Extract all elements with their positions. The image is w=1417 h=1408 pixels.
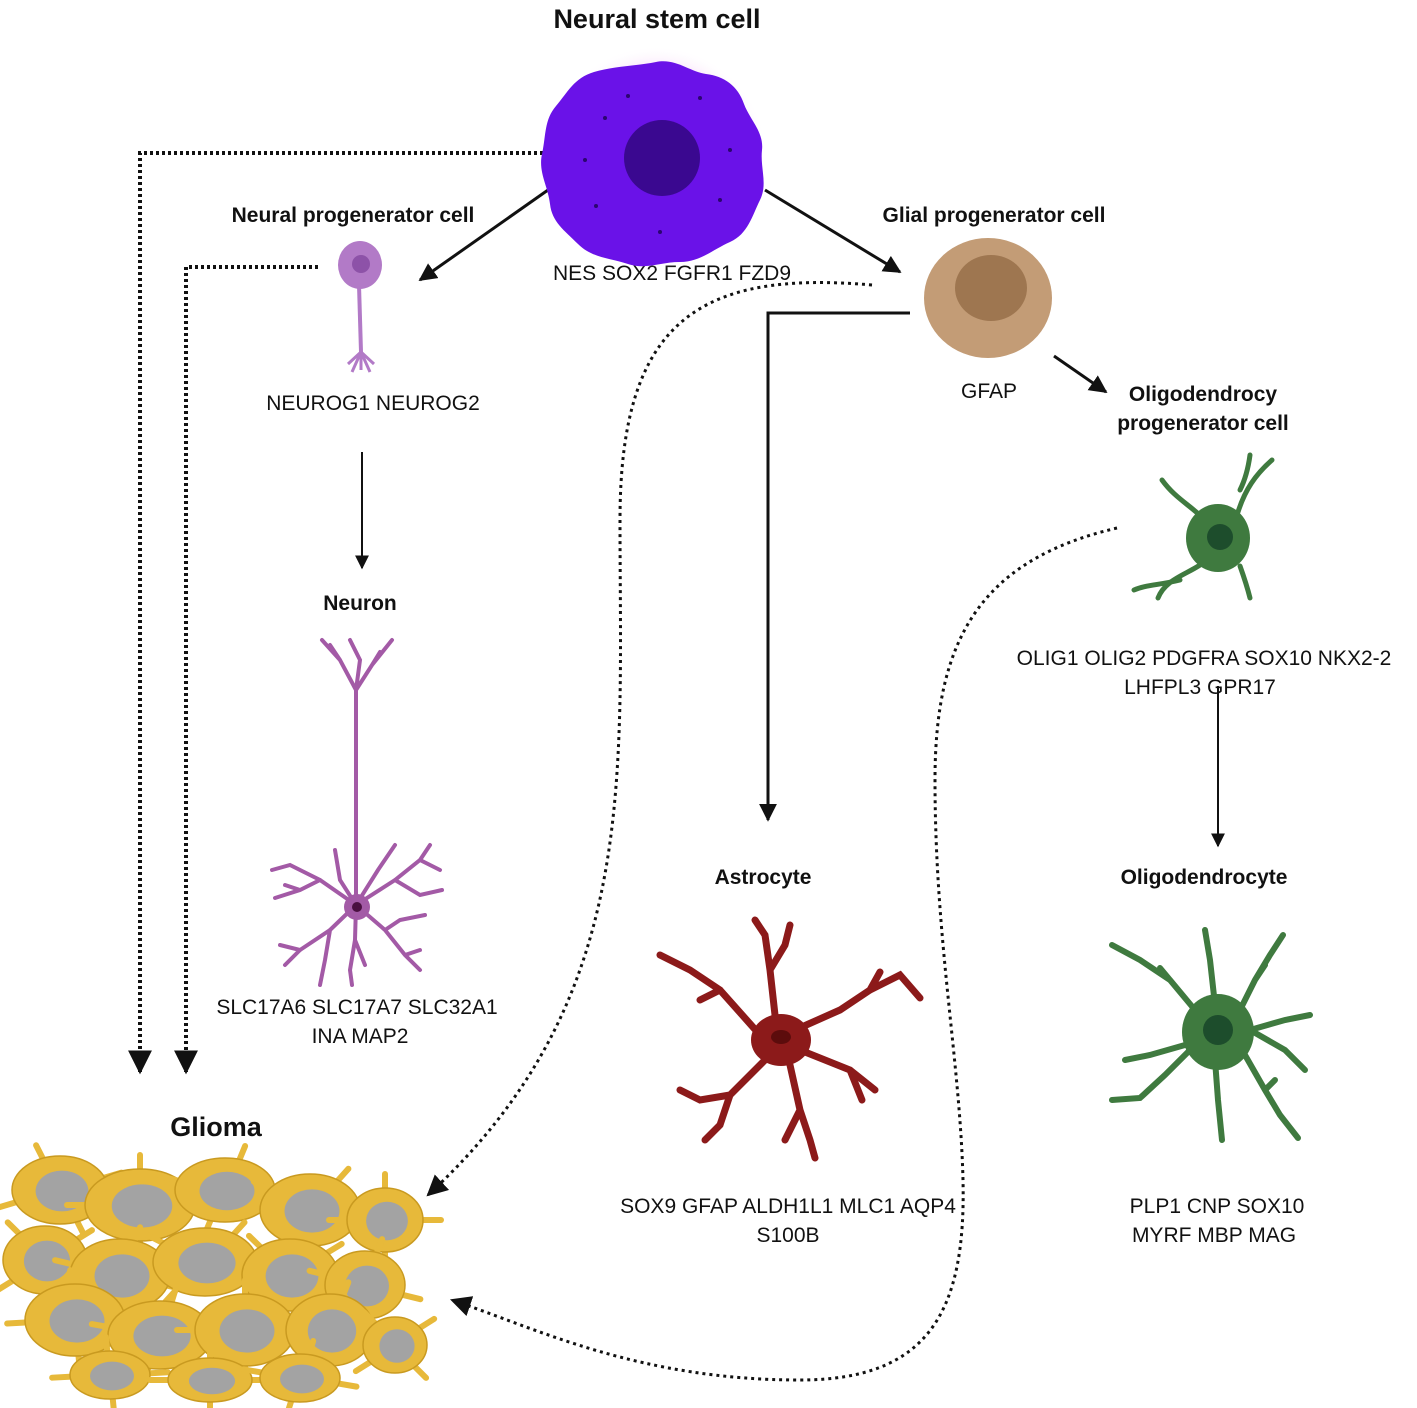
glial-progenitor-illustration: [924, 238, 1052, 358]
neural-progenitor-illustration: [338, 241, 382, 373]
astrocyte-markers-line-1: SOX9 GFAP ALDH1L1 MLC1 AQP4: [620, 1195, 956, 1218]
opc-markers-line-1: OLIG1 OLIG2 PDGFRA SOX10 NKX2-2: [1017, 647, 1392, 670]
neural-progenitor-markers: NEUROG1 NEUROG2: [266, 392, 480, 415]
glioma-title: Glioma: [170, 1112, 263, 1142]
opc-markers-line-2: LHFPL3 GPR17: [1124, 676, 1276, 699]
oligodendrocyte-illustration: [1109, 927, 1313, 1143]
glioma-cell-nucleus: [94, 1254, 150, 1298]
oligodendrocyte-markers-line-2: MYRF MBP MAG: [1132, 1224, 1296, 1247]
glioma-cell-nucleus: [379, 1329, 415, 1363]
arrow-stem-to-neural-progenitor: [418, 188, 549, 282]
arrow-glial-to-opc: [1053, 354, 1108, 394]
oligodendrocyte-markers-line-1: PLP1 CNP SOX10: [1130, 1195, 1305, 1218]
glioma-cell-nucleus: [188, 1367, 236, 1395]
glioma-cell-nucleus: [345, 1265, 389, 1307]
glioma-cell-nucleus: [265, 1254, 319, 1298]
dotted-opc-to-glioma: [450, 526, 1118, 1382]
glioma-cell-nucleus: [133, 1315, 191, 1357]
glioma-cell-nucleus: [35, 1170, 89, 1212]
glial-progenitor-title: Glial progenerator cell: [883, 204, 1106, 227]
arrow-glial-to-astrocyte: [759, 311, 910, 822]
neuron-title: Neuron: [323, 592, 397, 615]
opc-illustration: [1131, 452, 1275, 601]
dotted-glial-to-glioma: [426, 281, 873, 1197]
neuron-illustration: [270, 638, 444, 987]
glioma-cell-nucleus: [23, 1240, 71, 1282]
neural-stem-cell-illustration: [541, 46, 768, 270]
glioma-cell-nucleus: [178, 1242, 236, 1284]
glioma-cell-nucleus: [49, 1299, 105, 1343]
astrocyte-illustration: [656, 916, 924, 1162]
neuron-markers-line-1: SLC17A6 SLC17A7 SLC32A1: [216, 996, 497, 1019]
dotted-stem-to-glioma: [128, 151, 543, 1075]
glioma-cell-nucleus: [307, 1309, 357, 1353]
stem-cell-markers: NES SOX2 FGFR1 FZD9: [553, 262, 791, 285]
astrocyte-markers-line-2: S100B: [756, 1224, 819, 1247]
neuron-markers-line-2: INA MAP2: [312, 1025, 409, 1048]
glioma-cell-nucleus: [284, 1189, 340, 1233]
dotted-arrows: [128, 151, 1118, 1382]
oligodendrocyte-title: Oligodendrocyte: [1121, 866, 1288, 889]
solid-arrows: [355, 188, 1225, 848]
opc-title-line-1: Oligodendrocy: [1129, 383, 1278, 406]
glial-progenitor-markers: GFAP: [961, 380, 1017, 403]
dotted-neural-progenitor-to-glioma: [174, 265, 318, 1075]
astrocyte-title: Astrocyte: [715, 866, 812, 889]
opc-title-line-2: progenerator cell: [1117, 412, 1289, 435]
glioma-cell-nucleus: [366, 1201, 408, 1241]
glioma-illustration: [0, 1142, 444, 1408]
glioma-cell-nucleus: [199, 1171, 255, 1211]
arrow-stem-to-glial-progenitor: [764, 188, 902, 274]
glioma-cell-nucleus: [219, 1309, 275, 1353]
glioma-cell-nucleus: [111, 1184, 173, 1228]
glioma-cell-nucleus: [90, 1361, 134, 1391]
neural-progenitor-title: Neural progenerator cell: [232, 204, 475, 227]
glioma-cell-nucleus: [280, 1364, 324, 1394]
neural-stem-cell-title: Neural stem cell: [553, 4, 760, 34]
